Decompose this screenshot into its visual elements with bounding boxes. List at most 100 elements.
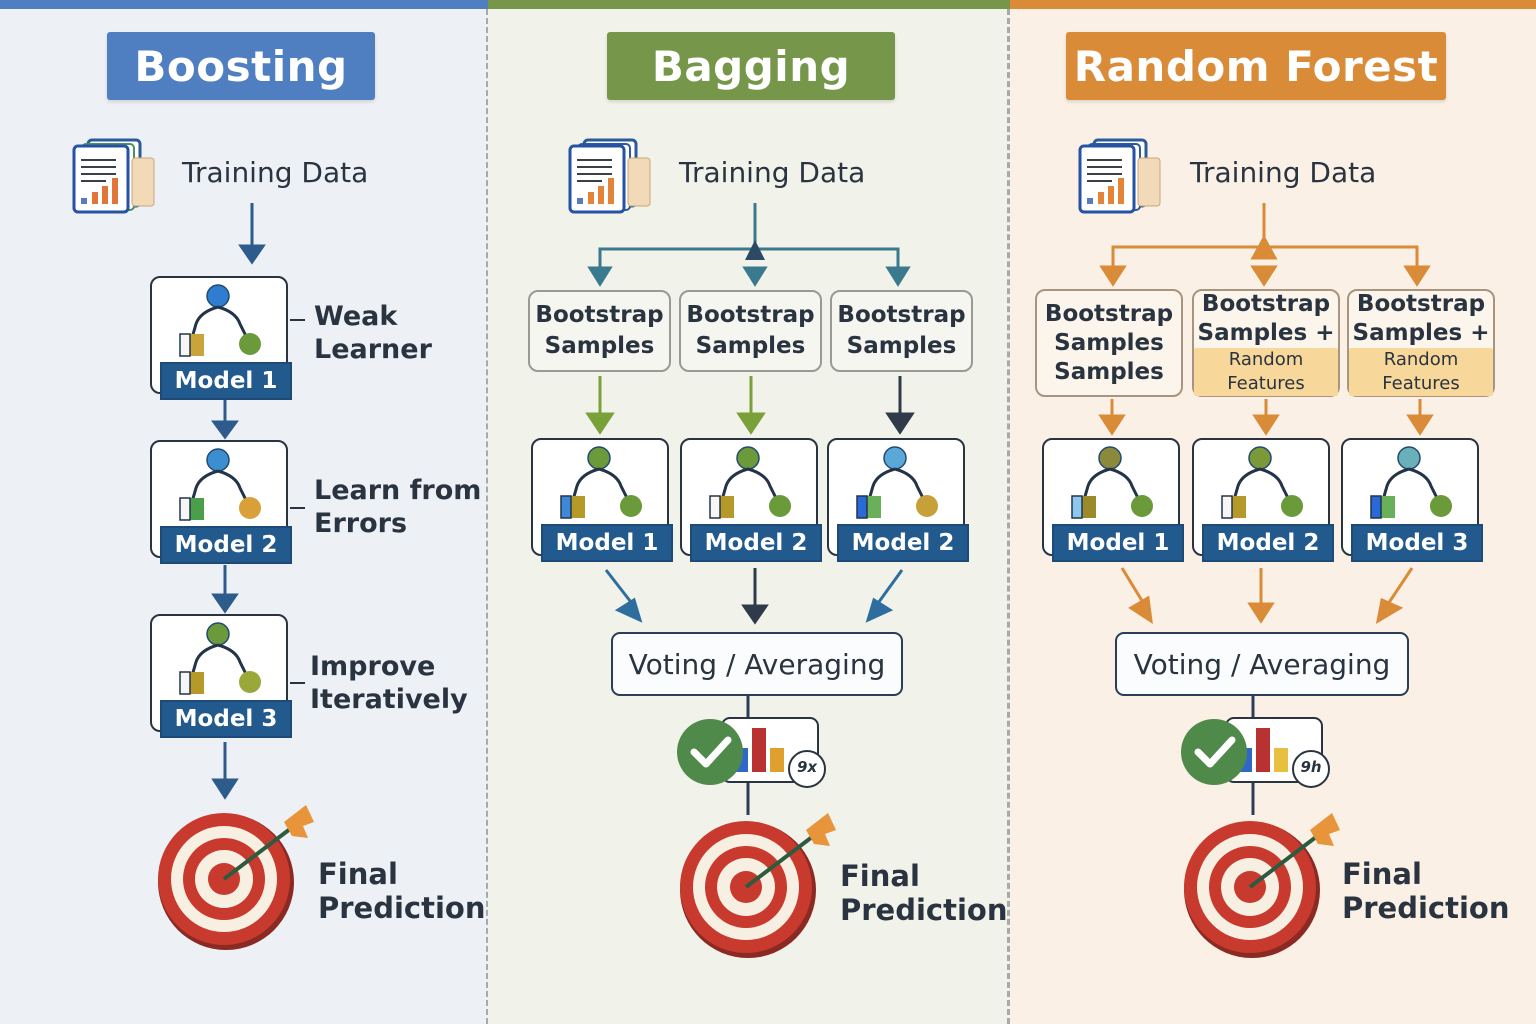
random-forest-panel: Random Forest bbox=[1010, 0, 1536, 1024]
sample-line: Samples bbox=[1054, 358, 1164, 385]
check-icon bbox=[1181, 719, 1247, 785]
annotation-line: Improve bbox=[310, 651, 436, 682]
model-label: Model 1 bbox=[160, 362, 292, 400]
sample-line: Bootstrap bbox=[686, 302, 815, 328]
final-line: Prediction bbox=[318, 891, 486, 925]
arrow-head bbox=[211, 593, 239, 614]
arrow-head bbox=[1375, 597, 1404, 624]
final-prediction-label: Final Prediction bbox=[318, 857, 486, 925]
bar-yellow bbox=[770, 748, 784, 772]
sample-line: Bootstrap bbox=[1201, 291, 1331, 317]
final-line: Prediction bbox=[1342, 891, 1510, 925]
boosting-panel: Boosting bbox=[0, 0, 488, 1024]
decision-tree-icon bbox=[1221, 446, 1303, 519]
final-prediction-label: Final Prediction bbox=[1342, 857, 1510, 925]
boosting-title: Boosting bbox=[107, 32, 375, 100]
badge-circle bbox=[788, 750, 826, 788]
boosting-model-2: Model 2 bbox=[150, 440, 292, 564]
arrow-head bbox=[211, 420, 239, 440]
documents-chart-icon bbox=[72, 136, 158, 220]
bagging-top-bar bbox=[488, 0, 1010, 9]
panel-divider bbox=[486, 9, 489, 1024]
sample-line: Samples + bbox=[1197, 320, 1335, 346]
bootstrap-sample-1: Bootstrap Samples Samples bbox=[1035, 289, 1183, 397]
rf-model-3: Model 3 bbox=[1341, 438, 1483, 562]
sample-line: Samples bbox=[544, 333, 655, 359]
split-node bbox=[745, 240, 765, 260]
arrow-head bbox=[211, 778, 239, 800]
boosting-connectors bbox=[211, 203, 305, 800]
final-line: Final bbox=[318, 857, 398, 891]
decision-tree-icon bbox=[560, 446, 642, 519]
training-data-label: Training Data bbox=[679, 156, 866, 189]
arrow-head bbox=[736, 412, 766, 435]
random-forest-connectors bbox=[1098, 203, 1434, 815]
bagging-model-2: Model 2 bbox=[680, 438, 822, 562]
decision-tree-icon bbox=[709, 446, 791, 519]
decision-tree-icon bbox=[179, 448, 261, 521]
arrow-head bbox=[585, 412, 615, 435]
random-features-tag: Random Features bbox=[1194, 348, 1338, 396]
training-data-label: Training Data bbox=[1190, 156, 1377, 189]
boosting-top-bar bbox=[0, 0, 488, 9]
final-line: Final bbox=[1342, 857, 1422, 891]
bar-red bbox=[752, 728, 766, 772]
documents-chart-icon bbox=[1078, 136, 1164, 220]
annotation-line: Learn from bbox=[314, 475, 482, 506]
result-badge: 9x bbox=[796, 758, 818, 776]
sample-line: Samples bbox=[695, 333, 806, 359]
bootstrap-sample-3: Bootstrap Samples + Random Features bbox=[1347, 289, 1495, 397]
voting-averaging-box: Voting / Averaging bbox=[1115, 632, 1409, 696]
annotation-line: Iteratively bbox=[310, 684, 468, 715]
model-label: Model 2 bbox=[1202, 524, 1334, 562]
arrow-head bbox=[1406, 414, 1434, 436]
result-badge: 9h bbox=[1300, 758, 1322, 776]
bar-yellow bbox=[1274, 748, 1288, 772]
final-prediction-label: Final Prediction bbox=[840, 859, 1008, 927]
annotation-weak-learner: Weak Learner bbox=[314, 301, 432, 365]
target-dart-icon bbox=[156, 800, 326, 959]
model-label: Model 1 bbox=[1052, 524, 1184, 562]
arrow-head bbox=[741, 604, 769, 625]
vote-result-icon: 9x bbox=[676, 714, 836, 798]
decision-tree-icon bbox=[1370, 446, 1452, 519]
arrow-head bbox=[1098, 414, 1126, 436]
arrow-head bbox=[1099, 265, 1127, 287]
arrow-head bbox=[742, 266, 768, 287]
sample-line: Bootstrap bbox=[1044, 300, 1174, 327]
final-line: Prediction bbox=[840, 893, 1008, 927]
final-line: Final bbox=[840, 859, 920, 893]
sample-line: Samples bbox=[846, 333, 957, 359]
random-forest-top-bar bbox=[1010, 0, 1536, 9]
arrow-head bbox=[1252, 414, 1280, 436]
arrow-head bbox=[614, 597, 643, 623]
decision-tree-icon bbox=[1071, 446, 1153, 519]
sample-line: Bootstrap bbox=[535, 302, 664, 328]
arrow-head bbox=[885, 412, 915, 435]
annotation-improve-iteratively: Improve Iteratively bbox=[310, 650, 468, 716]
documents-chart-icon bbox=[568, 136, 654, 220]
model-label: Model 3 bbox=[1351, 524, 1483, 562]
bar-red bbox=[1256, 728, 1270, 772]
bagging-model-1: Model 1 bbox=[531, 438, 673, 562]
badge-circle bbox=[1292, 750, 1330, 788]
rf-model-1: Model 1 bbox=[1042, 438, 1184, 562]
vote-result-icon: 9h bbox=[1180, 714, 1340, 798]
boosting-model-3: Model 3 bbox=[150, 614, 292, 738]
sample-line: Samples bbox=[1054, 329, 1164, 356]
bagging-connectors bbox=[585, 203, 915, 815]
decision-tree-icon bbox=[179, 284, 261, 357]
target-dart-icon bbox=[1182, 808, 1352, 967]
model-label: Model 2 bbox=[690, 524, 822, 562]
arrow-head bbox=[238, 244, 266, 265]
model-label: Model 2 bbox=[160, 526, 292, 564]
model-label: Model 1 bbox=[541, 524, 673, 562]
arrow-head bbox=[865, 597, 894, 623]
split-node bbox=[1250, 234, 1278, 260]
target-dart-icon bbox=[678, 808, 848, 967]
panel-divider bbox=[1007, 9, 1010, 1024]
bootstrap-sample-2: Bootstrap Samples bbox=[679, 290, 822, 372]
bootstrap-sample-2: Bootstrap Samples + Random Features bbox=[1192, 289, 1340, 397]
sample-line: Bootstrap bbox=[1356, 291, 1486, 317]
sample-line: Samples + bbox=[1352, 320, 1490, 346]
